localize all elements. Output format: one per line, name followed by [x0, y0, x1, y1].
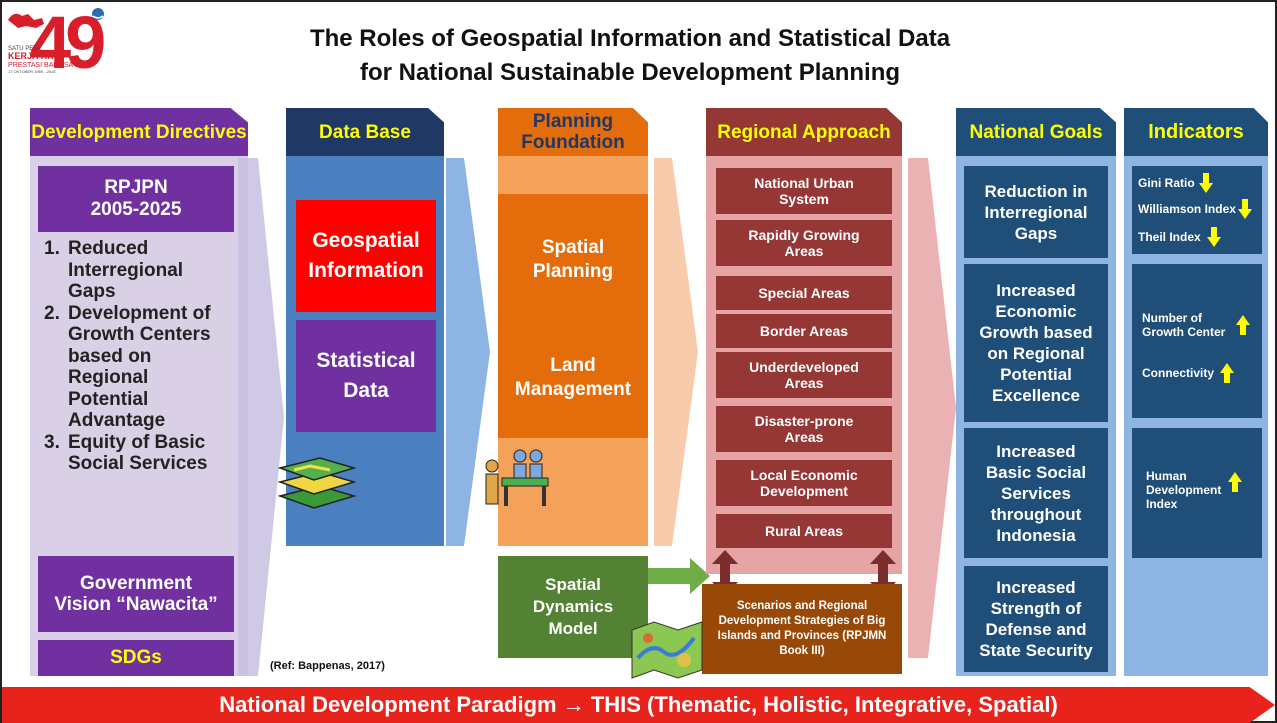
indicators-header: Indicators: [1124, 108, 1268, 156]
indicator-label: Connectivity: [1142, 366, 1215, 380]
indicator-group-2: [1132, 264, 1262, 418]
regional-item: Disaster-prone Areas: [716, 406, 892, 452]
indonesia-map-icon: [8, 13, 44, 28]
goal-item: Increased Economic Growth based on Regio…: [964, 264, 1108, 422]
statistical-box: Statistical Data: [296, 320, 436, 432]
map-layers-icon: [277, 457, 357, 509]
people-meeting-icon: [485, 449, 549, 506]
flow-arrow-2: [446, 158, 490, 546]
indicator-row: Connectivity: [1142, 362, 1235, 384]
rpjpn-item: 3.Equity of Basic Social Services: [44, 431, 208, 475]
geospatial-box: Geospatial Information: [296, 200, 436, 312]
indicator-label: Human Development Index: [1146, 469, 1222, 511]
regional-item: Border Areas: [716, 314, 892, 348]
indicator-label: Williamson Index: [1138, 202, 1236, 216]
map-icon: [631, 621, 703, 679]
flow-arrow-3: [654, 158, 698, 546]
sdgs-box: SDGs: [38, 640, 234, 676]
arrow-down-icon: [1237, 199, 1252, 219]
planning-header: Planning Foundation: [498, 108, 648, 156]
regional-item: Local Economic Development: [716, 460, 892, 506]
reference-note: (Ref: Bappenas, 2017): [270, 660, 385, 672]
title-line2: for National Sustainable Development Pla…: [359, 59, 901, 86]
arrow-up-icon: [1228, 472, 1242, 492]
indicator-row: Human Development Index: [1146, 464, 1256, 516]
arrow-up-icon: [1236, 315, 1250, 335]
regional-item: Underdeveloped Areas: [716, 352, 892, 398]
indicator-row: Williamson Index: [1138, 198, 1252, 220]
regional-item: National Urban System: [716, 168, 892, 214]
database-header: Data Base: [286, 108, 444, 156]
logo-line1: SATU PETA: [8, 46, 41, 52]
logo-line4: 17 OKTOBER 1969 - 2018: [8, 69, 56, 74]
slide-title: The Roles of Geospatial Information and …: [180, 22, 1080, 90]
globe-icon: [92, 8, 104, 20]
goal-item: Increased Strength of Defense and State …: [964, 566, 1108, 672]
logo-line3: PRESTASI BANGSA: [8, 62, 74, 69]
logo-line2: KERJA KITA: [8, 51, 62, 61]
indicator-row: Gini Ratio: [1138, 172, 1213, 194]
land-management-label: Land Management: [514, 355, 632, 400]
regional-item: Special Areas: [716, 276, 892, 310]
regional-header: Regional Approach: [706, 108, 902, 156]
arrow-up-icon: [1220, 363, 1235, 383]
rpjpn-item: 2.Development of Growth Centers based on…: [44, 302, 211, 432]
rpjpn-title: RPJPN 2005-2025: [38, 166, 234, 232]
flow-arrow-4: [908, 158, 956, 658]
directives-header: Development Directives: [30, 108, 248, 156]
planning-top-band: [498, 156, 648, 194]
rpjpn-list: 1.Reduced Interregional Gaps 2.Developme…: [44, 238, 230, 475]
scenarios-box: Scenarios and Regional Development Strat…: [702, 584, 902, 674]
indicator-row: Number of Growth Center: [1142, 308, 1260, 342]
goals-header: National Goals: [956, 108, 1116, 156]
indicator-group-3: [1132, 428, 1262, 558]
arrow-down-icon: [1206, 227, 1221, 247]
spatial-dynamics-box: Spatial Dynamics Model: [498, 556, 648, 658]
indicator-label: Number of Growth Center: [1142, 311, 1226, 339]
indicator-row: Theil Index: [1138, 226, 1221, 248]
spatial-planning-label: Spatial Planning: [532, 237, 614, 282]
flow-arrow-1: [238, 158, 284, 676]
regional-item: Rapidly Growing Areas: [716, 220, 892, 266]
paradigm-banner: National Development Paradigm → THIS (Th…: [2, 687, 1275, 723]
indicator-label: Gini Ratio: [1138, 176, 1195, 190]
goal-item: Increased Basic Social Services througho…: [964, 428, 1108, 558]
regional-item: Rural Areas: [716, 514, 892, 548]
arrow-down-icon: [1198, 173, 1213, 193]
rpjpn-item: 1.Reduced Interregional Gaps: [44, 238, 184, 302]
vision-box: Government Vision “Nawacita”: [38, 556, 234, 632]
goal-item: Reduction in Interregional Gaps: [964, 166, 1108, 258]
indicator-label: Theil Index: [1138, 230, 1201, 244]
green-arrow: [648, 558, 710, 594]
title-line1: The Roles of Geospatial Information and …: [309, 25, 951, 52]
